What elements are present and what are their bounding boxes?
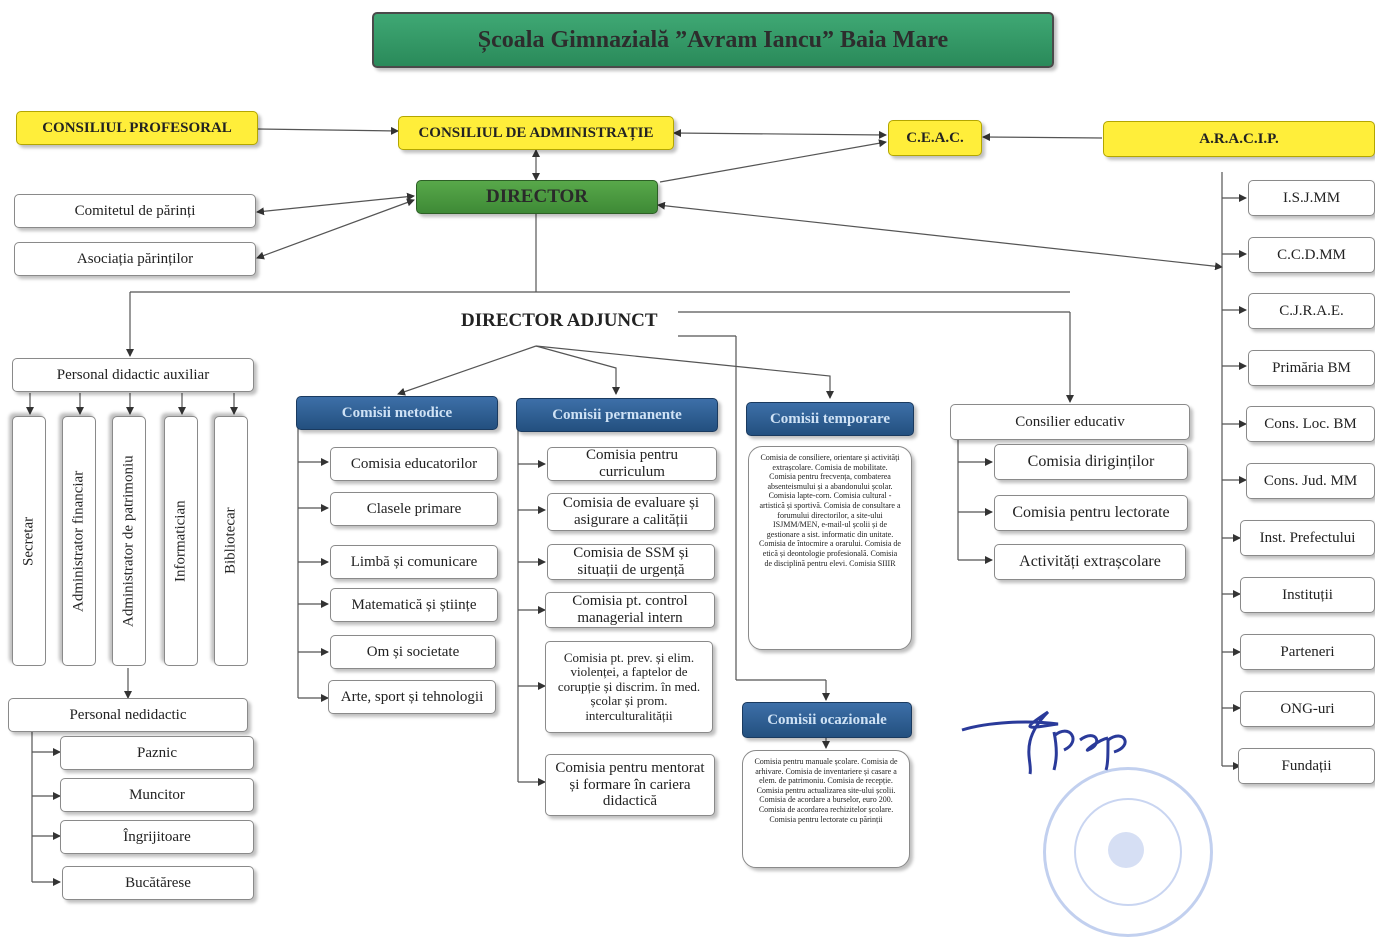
asociatia-parintilor-box: Asociația părinților [14,242,256,276]
consiliul-profesoral-box: CONSILIUL PROFESORAL [16,111,258,145]
nedidactic-ingrijitoare: Îngrijitoare [60,820,254,854]
nedidactic-paznic: Paznic [60,736,254,770]
metodice-item-arte: Arte, sport și tehnologii [328,680,496,714]
school-stamp [1043,767,1213,937]
consilier-item-lectorate: Comisia pentru lectorate [994,495,1188,531]
comitetul-parinti-box: Comitetul de părinți [14,194,256,228]
external-parteneri: Parteneri [1240,634,1375,670]
aracip-box: A.R.A.C.I.P. [1103,121,1375,157]
auxiliar-administrator-patrimoniu: Administrator de patrimoniu [112,416,146,666]
auxiliar-header: Personal didactic auxiliar [12,358,254,392]
metodice-item-primare: Clasele primare [330,492,498,526]
ocazionale-text: Comisia pentru manuale școlare. Comisia … [742,750,910,868]
consilier-item-activitati: Activități extrașcolare [994,544,1186,580]
permanente-item-curriculum: Comisia pentru curriculum [547,447,717,481]
external-cjrae: C.J.R.A.E. [1248,293,1375,329]
nedidactic-muncitor: Muncitor [60,778,254,812]
consiliul-administratie-box: CONSILIUL DE ADMINISTRAȚIE [398,116,674,150]
external-ccdmm: C.C.D.MM [1248,237,1375,273]
external-fundatii: Fundații [1238,748,1375,784]
external-inst-prefect: Inst. Prefectului [1240,520,1375,556]
ocazionale-header: Comisii ocazionale [742,702,912,738]
nedidactic-header: Personal nedidactic [8,698,248,732]
metodice-item-limba: Limbă și comunicare [330,545,498,579]
permanente-item-control: Comisia pt. control managerial intern [545,592,715,628]
auxiliar-informatician: Informatician [164,416,198,666]
permanente-item-evaluare: Comisia de evaluare și asigurare a calit… [547,493,715,531]
page-title: Școala Gimnazială ”Avram Iancu” Baia Mar… [372,12,1054,68]
consilier-item-dirigintilor: Comisia diriginților [994,444,1188,480]
temporare-header: Comisii temporare [746,402,914,436]
signature-image [961,710,1127,775]
permanente-item-violenta: Comisia pt. prev. și elim. violenței, a … [545,641,713,733]
external-cons-loc: Cons. Loc. BM [1246,406,1375,442]
permanente-item-mentorat: Comisia pentru mentorat și formare în ca… [545,754,715,816]
temporare-text: Comisia de consiliere, orientare și acti… [748,446,912,650]
consilier-header: Consilier educativ [950,404,1190,440]
nedidactic-bucatarese: Bucătărese [62,866,254,900]
external-ong: ONG-uri [1240,691,1375,727]
auxiliar-administrator-financiar: Administrator financiar [62,416,96,666]
auxiliar-secretar: Secretar [12,416,46,666]
permanente-item-ssm: Comisia de SSM și situații de urgență [547,544,715,580]
metodice-item-educatorilor: Comisia educatorilor [330,447,498,481]
metodice-item-om: Om și societate [330,635,496,669]
external-cons-jud: Cons. Jud. MM [1246,463,1375,499]
external-isjmm: I.S.J.MM [1248,180,1375,216]
auxiliar-bibliotecar: Bibliotecar [214,416,248,666]
external-primaria: Primăria BM [1248,350,1375,386]
ceac-box: C.E.A.C. [888,120,982,156]
permanente-header: Comisii permanente [516,398,718,432]
metodice-header: Comisii metodice [296,396,498,430]
director-box: DIRECTOR [416,180,658,214]
external-institutii: Instituții [1240,577,1375,613]
metodice-item-matematica: Matematică și științe [330,588,498,622]
director-adjunct-label: DIRECTOR ADJUNCT [461,310,658,331]
